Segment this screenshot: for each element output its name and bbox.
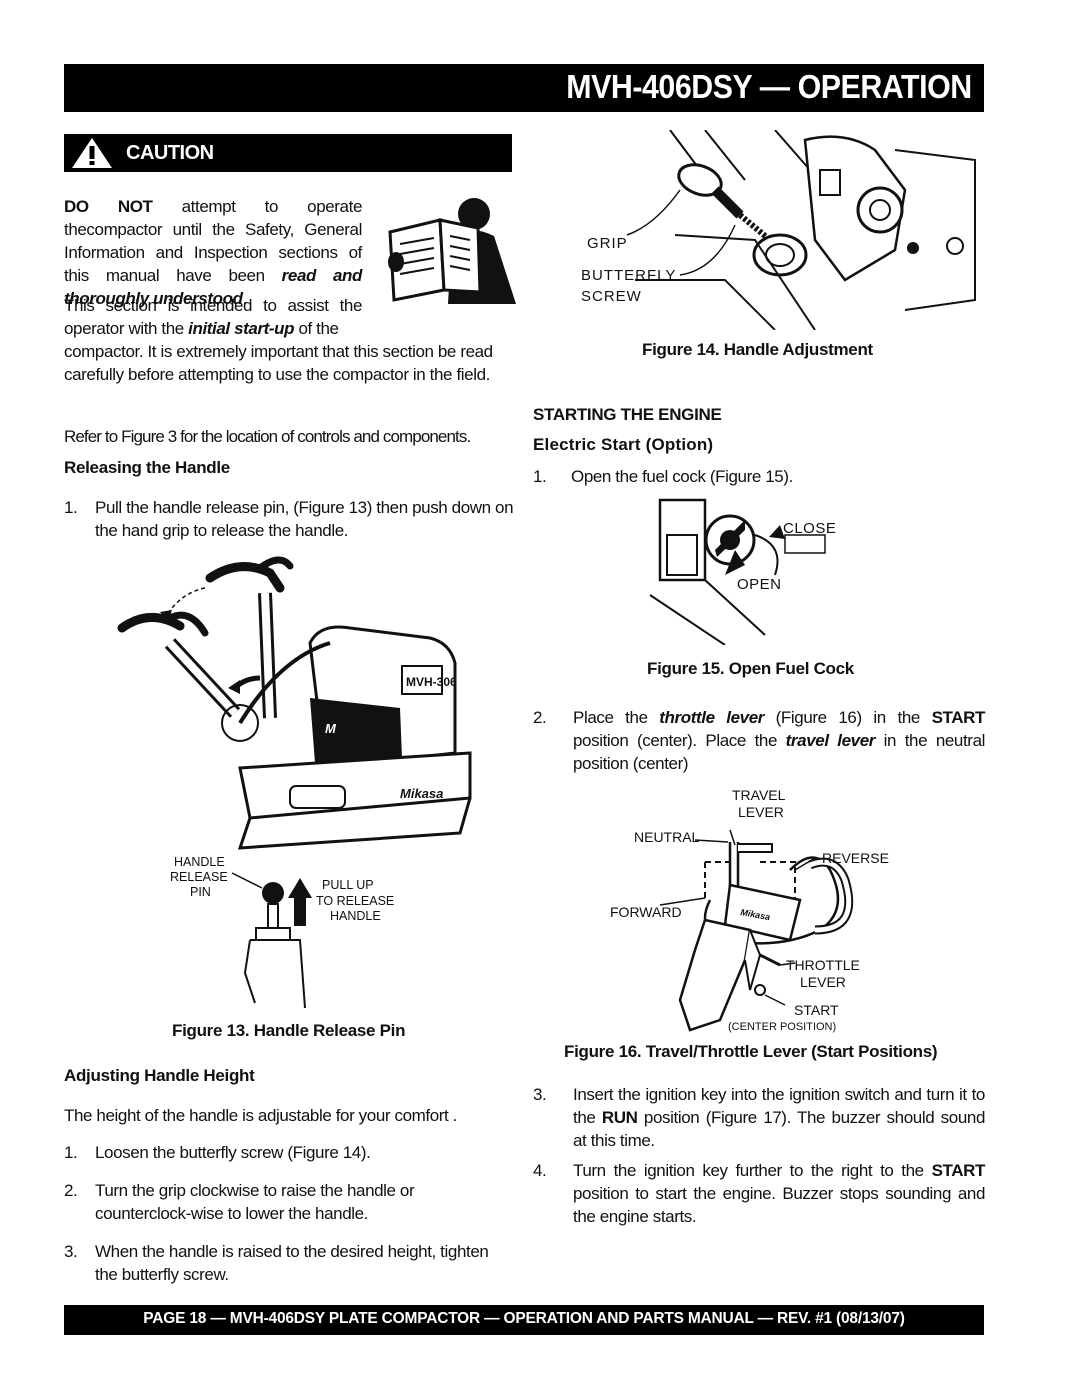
step-text: When the handle is raised to the desired… [95,1242,489,1284]
fig14-label-grip: GRIP [587,235,628,252]
caution-label: CAUTION [126,142,214,164]
adjusting-heading: Adjusting Handle Height [64,1066,255,1085]
fig16-label-lever: LEVER [738,804,784,820]
step-text: Loosen the butterfly screw (Figure 14). [95,1143,371,1162]
footer-text: PAGE 18 — MVH-406DSY PLATE COMPACTOR — O… [143,1310,905,1327]
fig13-label-to-release: TO RELEASE [316,894,394,908]
model-decal: MVH-306 [406,675,457,689]
step2-text-c: position (center). Place the [573,731,786,750]
step-number: 1. [64,498,78,517]
step2-text-a: Place the [573,708,660,727]
intro-paragraph: This section is intended to assist the o… [64,294,362,340]
footer-bar: PAGE 18 — MVH-406DSY PLATE COMPACTOR — O… [64,1305,984,1335]
fig15-label-close: CLOSE [783,520,836,537]
fig16-label-reverse: REVERSE [822,850,889,866]
fig13-label-pull-up: PULL UP [322,878,374,892]
releasing-step-list: 1. Pull the handle release pin, (Figure … [64,496,514,542]
step4-text-a: Turn the ignition key further to the rig… [573,1161,932,1180]
step2-text-d: in the neutral position (center) [573,731,986,773]
start-emphasis: START [931,708,986,727]
figure-14-handle-adjustment-illustration: GRIP BUTTERFLY SCREW [581,130,976,330]
figure-15-caption: Figure 15. Open Fuel Cock [647,659,854,678]
step-number: 2. [533,708,547,727]
warning-triangle-icon [72,138,112,168]
starting-engine-heading: STARTING THE ENGINE [533,405,722,424]
fig16-label-forward: FORWARD [610,904,682,920]
electric-start-heading: Electric Start (Option) [533,435,714,454]
fig13-label-pin: PIN [190,885,211,899]
figure-14-caption: Figure 14. Handle Adjustment [642,340,873,359]
step-text: Pull the handle release pin, (Figure 13)… [95,498,514,540]
figure-13-caption: Figure 13. Handle Release Pin [172,1021,406,1040]
fig16-label-center-position: (CENTER POSITION) [728,1021,836,1033]
intro-paragraph-cont: compactor. It is extremely important tha… [64,342,493,384]
fig13-label-release: RELEASE [170,870,228,884]
engine-step-3: 3. Insert the ignition key into the igni… [533,1083,985,1152]
figure-13-compactor-illustration: MVH-306 M Mikasa HANDLE RELEASE PIN PULL… [117,556,472,1008]
adjusting-intro: The height of the handle is adjustable f… [64,1106,457,1125]
figure-16-lever-positions-illustration: Mikasa TRAVEL LEVER NEUTRAL REVERSE FORW… [610,787,889,1033]
fig16-label-throttle: THROTTLE [786,957,860,973]
reading-manual-illustration [388,198,516,304]
caution-text-end: . [242,289,248,308]
caution-text-a: attempt to operate thecompactor until th… [64,197,362,285]
svg-text:M: M [325,721,337,736]
step-number: 3. [533,1085,547,1104]
fig16-label-throttle-lever: LEVER [800,974,846,990]
intro-text-a: This section is intended to assist the o… [64,296,362,338]
refer-line: Refer to Figure 3 for the location of co… [64,427,471,446]
step-text: Open the fuel cock (Figure 15). [571,467,793,486]
step-number: 1. [533,467,547,486]
caution-emphasis: read and thoroughly understood [64,266,362,308]
engine-step-2: 2. Place the throttle lever (Figure 16) … [533,706,985,775]
adjusting-step-1: 1. Loosen the butterfly screw (Figure 14… [64,1141,514,1164]
step-text: Turn the grip clockwise to raise the han… [95,1181,415,1223]
step4-text-b: position to start the engine. Buzzer sto… [573,1184,985,1226]
run-emphasis: RUN [601,1108,638,1127]
fig16-label-start: START [794,1002,839,1018]
do-not-text: DO NOT [64,197,153,216]
step-number: 2. [64,1181,78,1200]
fig16-label-travel: TRAVEL [732,787,786,803]
step3-text-a: Insert the ignition key into the ignitio… [573,1085,985,1127]
step-number: 3. [64,1242,78,1261]
fig13-label-handle-2: HANDLE [330,909,381,923]
fig14-label-butterfly: BUTTERFLY [581,267,676,284]
figure-16-caption: Figure 16. Travel/Throttle Lever (Start … [564,1042,938,1061]
releasing-heading: Releasing the Handle [64,458,230,477]
adjusting-step-3: 3. When the handle is raised to the desi… [64,1240,514,1286]
step3-text-b: position (Figure 17). The buzzer should … [573,1108,985,1150]
fig16-label-neutral: NEUTRAL [634,829,700,845]
intro-emphasis: initial start-up [188,319,295,338]
step2-text-b: (Figure 16) in the [764,708,932,727]
figure-15-fuel-cock-illustration: CLOSE OPEN [649,498,836,645]
step-number: 4. [533,1161,547,1180]
start-emphasis: START [931,1161,986,1180]
header-bar: MVH-406DSY — OPERATION [64,64,984,112]
page-title: MVH-406DSY — OPERATION [566,68,973,105]
adjusting-step-2: 2. Turn the grip clockwise to raise the … [64,1179,514,1225]
travel-lever-emphasis: travel lever [785,731,876,750]
step-number: 1. [64,1143,78,1162]
engine-step-1: 1. Open the fuel cock (Figure 15). [533,465,985,488]
fig13-label-handle: HANDLE [174,855,225,869]
caution-paragraph: DO NOT attempt to operate thecompactor u… [64,195,362,310]
svg-text:Mikasa: Mikasa [400,786,443,801]
fig15-label-open: OPEN [737,576,782,593]
caution-bar: CAUTION [64,134,512,172]
engine-step-4: 4. Turn the ignition key further to the … [533,1159,985,1228]
fig14-label-screw: SCREW [581,288,642,305]
throttle-lever-emphasis: throttle lever [659,708,764,727]
intro-text-b: of the [294,319,339,338]
